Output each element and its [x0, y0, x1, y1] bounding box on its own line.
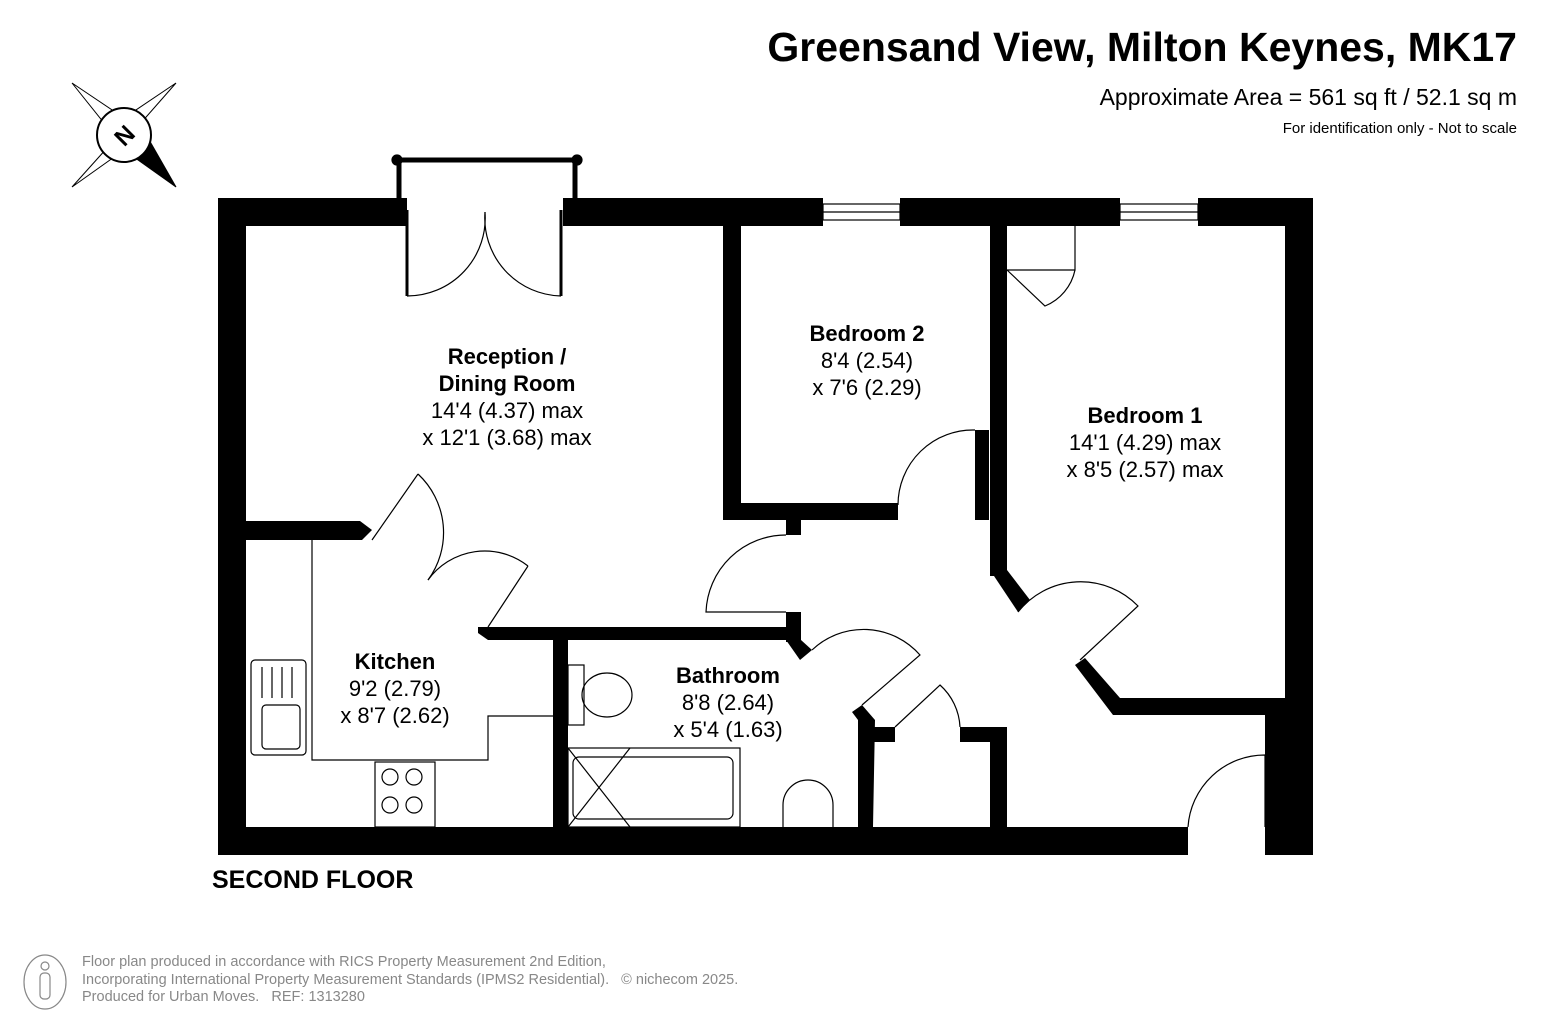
- footer: Floor plan produced in accordance with R…: [82, 954, 738, 1007]
- compass-icon: N: [71, 82, 177, 188]
- room-dim-kitchen-2: x 8'7 (2.62): [340, 703, 449, 728]
- room-dim-kitchen-1: 9'2 (2.79): [349, 676, 441, 701]
- walls: [218, 198, 1313, 855]
- room-name-reception-2: Dining Room: [439, 371, 576, 396]
- room-dim-bedroom2-1: 8'4 (2.54): [821, 348, 913, 373]
- room-labels: Reception / Dining Room 14'4 (4.37) max …: [340, 321, 1223, 742]
- room-name-kitchen: Kitchen: [355, 649, 436, 674]
- room-dim-reception-2: x 12'1 (3.68) max: [422, 425, 591, 450]
- room-dim-bedroom1-1: 14'1 (4.29) max: [1069, 430, 1221, 455]
- footer-line-2: Incorporating International Property Mea…: [82, 971, 739, 988]
- room-name-bathroom: Bathroom: [676, 663, 780, 688]
- property-title: Greensand View, Milton Keynes, MK17: [767, 24, 1517, 70]
- room-dim-bathroom-1: 8'8 (2.64): [682, 690, 774, 715]
- room-name-reception: Reception /: [448, 344, 567, 369]
- footer-line-3: Produced for Urban Moves. REF: 1313280: [82, 989, 365, 1005]
- room-name-bedroom1: Bedroom 1: [1088, 403, 1203, 428]
- room-name-bedroom2: Bedroom 2: [810, 321, 925, 346]
- floor-label: SECOND FLOOR: [212, 866, 414, 894]
- room-dim-reception-1: 14'4 (4.37) max: [431, 398, 583, 423]
- room-dim-bathroom-2: x 5'4 (1.63): [673, 717, 782, 742]
- approximate-area: Approximate Area = 561 sq ft / 52.1 sq m: [1099, 84, 1517, 110]
- person-info-icon: [23, 954, 67, 1010]
- scale-note: For identification only - Not to scale: [1282, 120, 1517, 137]
- footer-line-1: Floor plan produced in accordance with R…: [82, 954, 606, 970]
- room-dim-bedroom2-2: x 7'6 (2.29): [812, 375, 921, 400]
- room-dim-bedroom1-2: x 8'5 (2.57) max: [1066, 457, 1223, 482]
- windows-and-doors: [250, 154, 1266, 828]
